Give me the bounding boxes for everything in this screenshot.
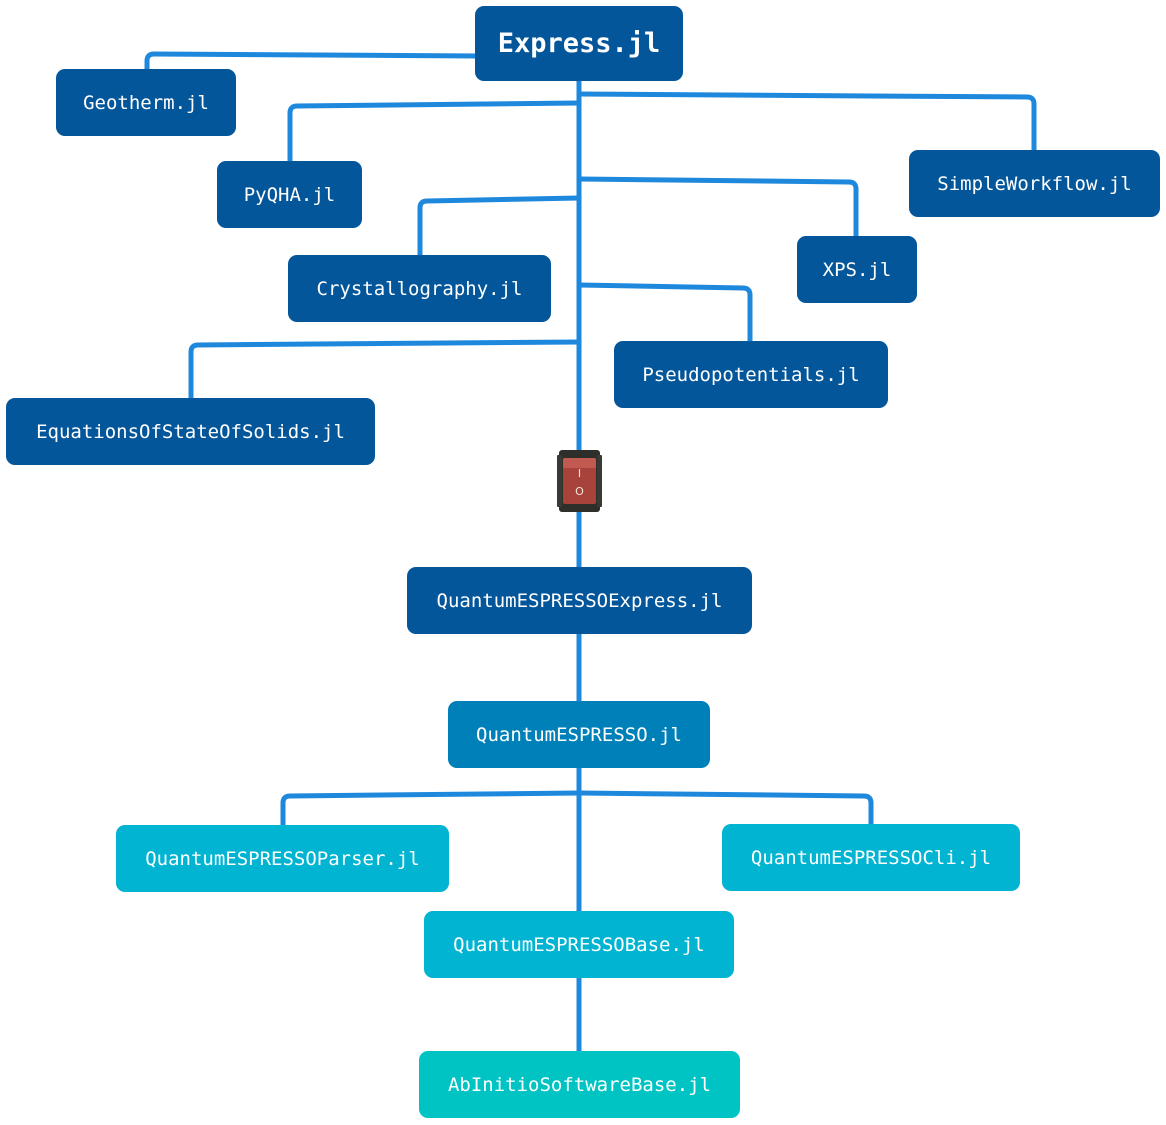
node-crystallography[interactable]: Crystallography.jl xyxy=(288,255,551,322)
node-xps[interactable]: XPS.jl xyxy=(797,236,917,303)
edge-pseudopotentials xyxy=(576,282,753,345)
node-geotherm[interactable]: Geotherm.jl xyxy=(56,69,236,136)
node-quantum-espresso[interactable]: QuantumESPRESSO.jl xyxy=(448,701,710,768)
rocker-switch-icon[interactable]: I O xyxy=(557,450,602,512)
edge-simpleworkflow xyxy=(576,91,1037,155)
switch-on-label: I xyxy=(578,467,581,480)
switch-rocker xyxy=(563,458,596,504)
node-equations-of-state[interactable]: EquationsOfStateOfSolids.jl xyxy=(6,398,375,465)
node-qe-base[interactable]: QuantumESPRESSOBase.jl xyxy=(424,911,734,978)
switch-off-label: O xyxy=(575,485,584,498)
node-qe-cli[interactable]: QuantumESPRESSOCli.jl xyxy=(722,824,1020,891)
node-pyqha[interactable]: PyQHA.jl xyxy=(217,161,362,228)
edge-pyqha xyxy=(287,100,582,165)
node-qe-parser[interactable]: QuantumESPRESSOParser.jl xyxy=(116,825,449,892)
switch-rocker-highlight xyxy=(563,458,596,468)
edge-qe-parser xyxy=(280,790,582,830)
edge-qe-cli xyxy=(576,790,874,829)
node-abinitio-software-base[interactable]: AbInitioSoftwareBase.jl xyxy=(419,1051,740,1118)
edge-xps xyxy=(576,176,859,240)
node-simpleworkflow[interactable]: SimpleWorkflow.jl xyxy=(909,150,1160,217)
node-express[interactable]: Express.jl xyxy=(475,6,683,81)
switch-side-right xyxy=(597,455,602,507)
node-qe-express[interactable]: QuantumESPRESSOExpress.jl xyxy=(407,567,752,634)
node-pseudopotentials[interactable]: Pseudopotentials.jl xyxy=(614,341,888,408)
edge-crystallography xyxy=(417,195,582,259)
edge-geotherm xyxy=(144,51,481,73)
edge-eos xyxy=(188,339,582,402)
switch-side-left xyxy=(557,455,562,507)
